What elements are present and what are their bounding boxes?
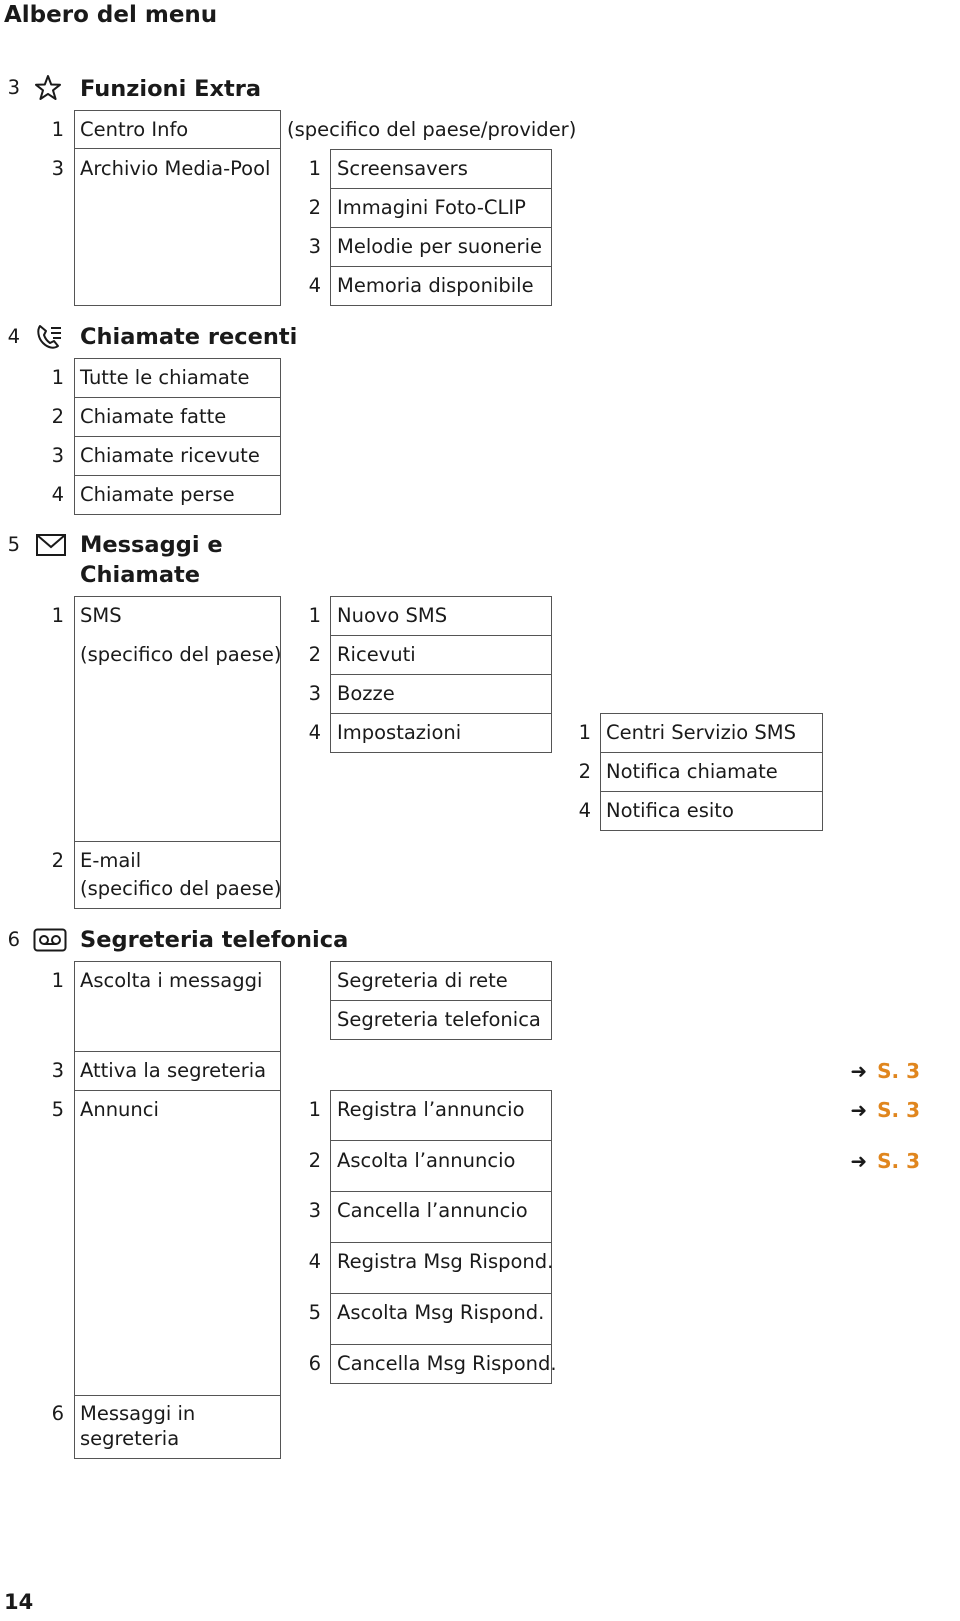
- section-title: Segreteria telefonica: [80, 927, 349, 953]
- menu-item-registra-msg-rispond[interactable]: Registra Msg Rispond.: [337, 1250, 554, 1273]
- menu-item-ascolta-msg-rispond[interactable]: Ascolta Msg Rispond.: [337, 1301, 545, 1324]
- menu-item-ascolta-i-messaggi[interactable]: Ascolta i messaggi: [80, 969, 263, 992]
- annunci-sub-box: [330, 1090, 552, 1384]
- item-number: 1: [51, 366, 64, 389]
- item-number: 1: [51, 969, 64, 992]
- menu-item-melodie[interactable]: Melodie per suonerie: [337, 235, 542, 258]
- item-number: 2: [51, 849, 64, 872]
- menu-item-messaggi-in-segreteria[interactable]: Messaggi in: [80, 1402, 196, 1425]
- menu-item-centri-servizio-sms[interactable]: Centri Servizio SMS: [606, 721, 796, 744]
- item-number: 3: [308, 235, 321, 258]
- menu-item-immagini-foto-clip[interactable]: Immagini Foto-CLIP: [337, 196, 526, 219]
- item-number: 4: [578, 799, 591, 822]
- extra-items-box: [74, 110, 281, 306]
- menu-item-segreteria-telefonica[interactable]: Segreteria telefonica: [337, 1008, 541, 1031]
- page-reference-link[interactable]: ➜ S. 3: [850, 1149, 920, 1173]
- menu-item-screensavers[interactable]: Screensavers: [337, 157, 468, 180]
- item-note: (specifico del paese): [80, 877, 282, 900]
- segreteria-items-box: [74, 961, 281, 1459]
- item-number: 1: [308, 157, 321, 180]
- menu-item-bozze[interactable]: Bozze: [337, 682, 395, 705]
- item-number: 4: [308, 274, 321, 297]
- item-note: (specifico del paese/provider): [287, 118, 577, 141]
- menu-item-notifica-chiamate[interactable]: Notifica chiamate: [606, 760, 778, 783]
- arrow-right-icon: ➜: [850, 1149, 868, 1173]
- menu-item-tutte-le-chiamate[interactable]: Tutte le chiamate: [80, 366, 250, 389]
- menu-item-archivio-media-pool[interactable]: Archivio Media-Pool: [80, 157, 271, 180]
- menu-item-cancella-annuncio[interactable]: Cancella l’annuncio: [337, 1199, 528, 1222]
- item-number: 6: [308, 1352, 321, 1375]
- menu-item-attiva-la-segreteria[interactable]: Attiva la segreteria: [80, 1059, 267, 1082]
- menu-item-centro-info[interactable]: Centro Info: [80, 118, 189, 141]
- menu-item-registra-annuncio[interactable]: Registra l’annuncio: [337, 1098, 525, 1121]
- menu-item-nuovo-sms[interactable]: Nuovo SMS: [337, 604, 448, 627]
- section-title: Funzioni Extra: [80, 76, 262, 102]
- item-number: 4: [308, 721, 321, 744]
- menu-item-email[interactable]: E-mail: [80, 849, 142, 872]
- page-title: Albero del menu: [4, 2, 218, 28]
- menu-item-memoria-disponibile[interactable]: Memoria disponibile: [337, 274, 534, 297]
- section-title-line2: Chiamate: [80, 562, 201, 588]
- item-number: 2: [308, 643, 321, 666]
- menu-item-ricevuti[interactable]: Ricevuti: [337, 643, 416, 666]
- page-reference-link[interactable]: ➜ S. 3: [850, 1059, 920, 1083]
- item-number: 5: [308, 1301, 321, 1324]
- arrow-right-icon: ➜: [850, 1098, 868, 1122]
- menu-item-annunci[interactable]: Annunci: [80, 1098, 159, 1121]
- page-reference-text: S. 3: [877, 1098, 920, 1122]
- menu-item-chiamate-perse[interactable]: Chiamate perse: [80, 483, 235, 506]
- messaggi-items-box: [74, 596, 281, 909]
- item-number: 3: [51, 1059, 64, 1082]
- page-reference-link[interactable]: ➜ S. 3: [850, 1098, 920, 1122]
- menu-item-chiamate-ricevute[interactable]: Chiamate ricevute: [80, 444, 260, 467]
- section-title-line1: Messaggi e: [80, 532, 223, 558]
- menu-item-chiamate-fatte[interactable]: Chiamate fatte: [80, 405, 227, 428]
- arrow-right-icon: ➜: [850, 1059, 868, 1083]
- page-number: 14: [4, 1590, 34, 1614]
- menu-item-label-line2: segreteria: [80, 1427, 180, 1450]
- item-number: 3: [51, 157, 64, 180]
- item-number: 3: [308, 682, 321, 705]
- item-number: 2: [578, 760, 591, 783]
- menu-item-segreteria-di-rete[interactable]: Segreteria di rete: [337, 969, 508, 992]
- menu-item-sms[interactable]: SMS: [80, 604, 122, 627]
- call-list-icon: [37, 325, 61, 349]
- item-number: 1: [51, 118, 64, 141]
- item-number: 4: [308, 1250, 321, 1273]
- page-reference-text: S. 3: [877, 1149, 920, 1173]
- item-number: 4: [51, 483, 64, 506]
- item-number: 1: [51, 604, 64, 627]
- section-number: 3: [7, 76, 20, 99]
- item-number: 2: [308, 1149, 321, 1172]
- menu-item-ascolta-annuncio[interactable]: Ascolta l’annuncio: [337, 1149, 516, 1172]
- item-number: 5: [51, 1098, 64, 1121]
- section-number: 4: [7, 325, 20, 348]
- item-number: 6: [51, 1402, 64, 1425]
- impostazioni-sub-box: [600, 713, 823, 831]
- item-number: 1: [308, 604, 321, 627]
- section-number: 6: [7, 928, 20, 951]
- item-number: 2: [308, 196, 321, 219]
- menu-item-impostazioni[interactable]: Impostazioni: [337, 721, 462, 744]
- star-icon: [35, 75, 61, 100]
- item-number: 3: [51, 444, 64, 467]
- voicemail-icon: [33, 928, 67, 952]
- page-reference-text: S. 3: [877, 1059, 920, 1083]
- item-number: 1: [578, 721, 591, 744]
- section-number: 5: [7, 533, 20, 556]
- section-title: Chiamate recenti: [80, 324, 298, 350]
- item-number: 3: [308, 1199, 321, 1222]
- menu-item-cancella-msg-rispond[interactable]: Cancella Msg Rispond.: [337, 1352, 557, 1375]
- envelope-icon: [36, 534, 66, 556]
- item-number: 2: [51, 405, 64, 428]
- item-number: 1: [308, 1098, 321, 1121]
- item-note: (specifico del paese): [80, 643, 282, 666]
- menu-item-notifica-esito[interactable]: Notifica esito: [606, 799, 734, 822]
